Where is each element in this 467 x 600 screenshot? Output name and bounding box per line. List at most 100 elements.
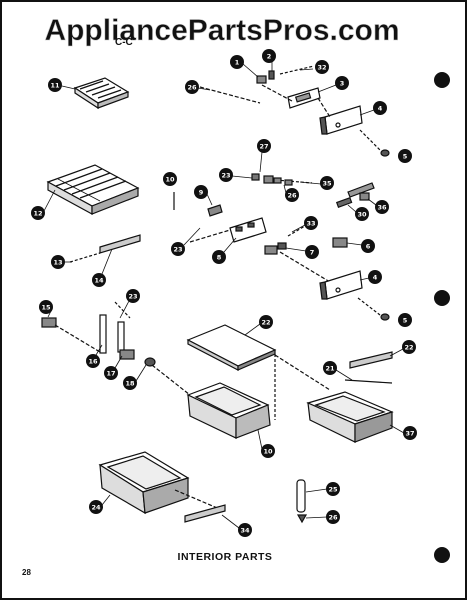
- callout-26: 25: [326, 482, 340, 496]
- svg-text:13: 13: [53, 259, 62, 267]
- callout-2: 2: [262, 49, 276, 63]
- callout-9: 9: [194, 185, 208, 199]
- callout-6: 6: [361, 239, 375, 253]
- leader-lines: [43, 62, 405, 529]
- svg-text:23: 23: [221, 172, 230, 180]
- callout-25-c: 23: [126, 289, 140, 303]
- svg-text:1: 1: [235, 59, 240, 67]
- svg-text:22: 22: [261, 319, 270, 327]
- callout-18: 18: [123, 376, 137, 390]
- callout-21: 21: [323, 361, 337, 375]
- svg-text:11: 11: [50, 82, 60, 90]
- svg-text:15: 15: [41, 304, 51, 312]
- screw-parts: [273, 177, 370, 208]
- callout-4-b: 4: [368, 270, 382, 284]
- binder-hole-top: [434, 72, 450, 88]
- middle-control-assembly: [173, 173, 390, 321]
- callout-5-b: 5: [398, 313, 412, 327]
- callout-12: 12: [31, 206, 45, 220]
- page-number: 28: [22, 568, 31, 577]
- svg-text:23: 23: [128, 293, 137, 301]
- callout-19: 10: [261, 444, 275, 458]
- wire-rack-part: [46, 164, 140, 216]
- svg-text:5: 5: [403, 153, 408, 161]
- callout-38: 37: [403, 426, 417, 440]
- svg-text:26: 26: [187, 84, 197, 92]
- binder-hole-middle: [434, 290, 450, 306]
- lower-drawer-part: [98, 451, 223, 515]
- svg-text:26: 26: [328, 514, 338, 522]
- svg-text:3: 3: [340, 80, 345, 88]
- left-bracket-parts: [41, 301, 191, 396]
- callout-27: 26: [326, 510, 340, 524]
- callout-25-a: 23: [219, 168, 233, 182]
- svg-text:34: 34: [240, 527, 250, 535]
- svg-text:35: 35: [322, 180, 332, 188]
- callout-13: 13: [51, 255, 65, 269]
- callout-35: 34: [238, 523, 252, 537]
- crisper-drawer-part: [186, 382, 271, 439]
- callout-5-a: 5: [398, 149, 412, 163]
- binder-hole-bottom: [434, 547, 450, 563]
- svg-text:25: 25: [328, 486, 338, 494]
- svg-text:14: 14: [94, 277, 104, 285]
- callout-33: 32: [315, 60, 329, 74]
- callout-25-b: 23: [171, 242, 185, 256]
- svg-text:12: 12: [33, 210, 42, 218]
- watermark: AppliancePartsPros.com: [44, 14, 399, 47]
- svg-text:2: 2: [267, 53, 272, 61]
- caption: INTERIOR PARTS: [178, 551, 273, 563]
- callout-32: 30: [355, 207, 369, 221]
- callout-4-a: 4: [373, 101, 387, 115]
- upper-control-panel: [199, 65, 390, 157]
- drawer-rail-parts: [344, 351, 393, 384]
- svg-text:16: 16: [88, 358, 98, 366]
- svg-text:22: 22: [404, 344, 413, 352]
- svg-text:8: 8: [217, 254, 222, 262]
- callout-11: 11: [48, 78, 62, 92]
- svg-text:18: 18: [125, 380, 135, 388]
- callout-8: 8: [212, 250, 226, 264]
- svg-text:10: 10: [165, 176, 175, 184]
- callout-17: 17: [104, 366, 118, 380]
- callout-1: 1: [230, 55, 244, 69]
- callout-10-a: 10: [163, 172, 177, 186]
- svg-text:36: 36: [377, 204, 387, 212]
- egg-tray-part: [73, 77, 130, 110]
- callout-3: 3: [335, 76, 349, 90]
- callout-37: 36: [375, 200, 389, 214]
- callout-28-a: 26: [185, 80, 199, 94]
- svg-text:30: 30: [357, 211, 367, 219]
- svg-text:26: 26: [287, 192, 297, 200]
- svg-text:33: 33: [306, 220, 315, 228]
- hinge-pin-parts: [296, 479, 308, 524]
- callout-28-b: 26: [285, 188, 299, 202]
- svg-text:27: 27: [259, 143, 268, 151]
- svg-text:9: 9: [199, 189, 204, 197]
- crisper-cover-part: [186, 324, 331, 420]
- callout-16: 16: [86, 354, 100, 368]
- svg-text:4: 4: [378, 105, 383, 113]
- svg-text:17: 17: [106, 370, 115, 378]
- callouts: 1 2 32 3 26 4 5 11 27 23 26 35 10 9 12 3…: [31, 49, 417, 537]
- svg-text:23: 23: [173, 246, 182, 254]
- callout-29: 27: [257, 139, 271, 153]
- lower-rail-part: [184, 504, 226, 523]
- callout-14: 14: [92, 273, 106, 287]
- right-drawer-part: [306, 391, 394, 443]
- svg-text:5: 5: [403, 317, 408, 325]
- svg-text:10: 10: [263, 448, 273, 456]
- svg-text:32: 32: [317, 64, 326, 72]
- callout-36: 35: [320, 176, 334, 190]
- header-fragment: C-C: [115, 37, 133, 48]
- svg-text:4: 4: [373, 274, 378, 282]
- svg-text:37: 37: [405, 430, 414, 438]
- callout-7: 7: [305, 245, 319, 259]
- svg-text:21: 21: [325, 365, 335, 373]
- svg-text:7: 7: [310, 249, 315, 257]
- callout-24: 24: [89, 500, 103, 514]
- shelf-rail-part: [69, 234, 141, 263]
- callout-34: 33: [304, 216, 318, 230]
